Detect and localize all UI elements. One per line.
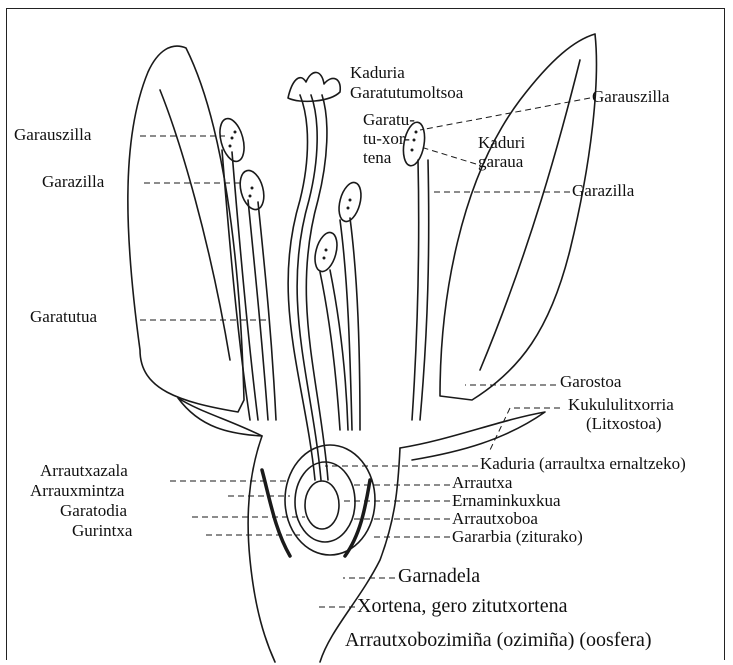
label-kukululitxorria: Kukululitxorria (Litxostoa) (568, 395, 674, 433)
label-garauszilla-right: Garauszilla (592, 88, 669, 105)
ovary-outer (285, 445, 375, 555)
label-arrautxoboa: Arrautxoboa (452, 510, 538, 527)
style-left (288, 95, 315, 480)
label-arrauxmintza: Arrauxmintza (30, 482, 124, 499)
label-garnadela: Garnadela (398, 566, 480, 586)
left-petal (128, 46, 244, 412)
label-arrautxa: Arrautxa (452, 474, 512, 491)
style-center (297, 95, 321, 480)
label-garostoa: Garostoa (560, 373, 621, 390)
label-kaduri-garaua: Kaduri garaua (478, 133, 525, 171)
label-gararbia: Gararbia (ziturako) (452, 528, 583, 545)
label-garazilla-right: Garazilla (572, 182, 634, 199)
stigma (288, 72, 340, 101)
label-garatutu-xortena: Garatu- tu-xor- tena (363, 110, 415, 167)
stamen-filament-5 (412, 160, 419, 420)
stamen-filament-4 (320, 272, 340, 430)
label-garatutua: Garatutua (30, 308, 97, 325)
right-sepal (400, 412, 545, 460)
label-garauszilla-left: Garauszilla (14, 126, 91, 143)
label-gurintxa: Gurintxa (72, 522, 132, 539)
label-xortena: Xortena, gero zitutxortena (357, 596, 567, 616)
ovary-inner (295, 462, 355, 542)
anther-2 (236, 168, 268, 212)
label-kaduria-arraultxa: Kaduria (arraultxa ernaltzeko) (480, 455, 686, 472)
label-arrautxobozimina: Arrautxobozimiña (ozimiña) (oosfera) (345, 630, 652, 650)
label-ernaminkuxkua: Ernaminkuxkua (452, 492, 561, 509)
stamen-filament-2 (248, 200, 268, 420)
right-petal-inner (480, 60, 580, 370)
label-kaduria: Kaduria (350, 64, 405, 81)
label-garatodia: Garatodia (60, 502, 127, 519)
label-arrautxazala: Arrautxazala (40, 462, 128, 479)
label-garatutumoltsoa: Garatutumoltsoa (350, 84, 463, 101)
label-garazilla-left: Garazilla (42, 173, 104, 190)
anther-4 (311, 230, 341, 274)
ovule (305, 481, 339, 529)
